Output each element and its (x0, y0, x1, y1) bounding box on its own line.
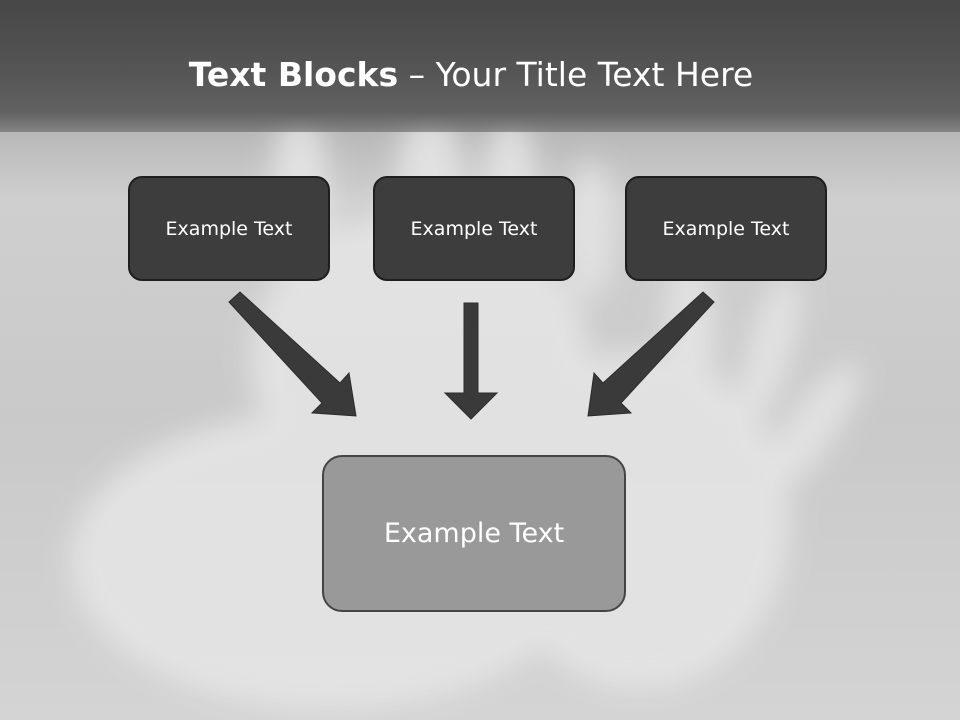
arrow-left-diagonal (228, 291, 357, 417)
arrow-center-down (443, 302, 499, 420)
text-block-label: Example Text (165, 217, 293, 240)
text-block-label: Example Text (662, 217, 790, 240)
text-block-top-center: Example Text (373, 176, 575, 281)
text-block-label: Example Text (383, 518, 565, 549)
text-block-label: Example Text (410, 217, 538, 240)
title-rest-part: – Your Title Text Here (398, 55, 754, 94)
text-block-bottom: Example Text (322, 455, 626, 612)
title-bar: Text Blocks – Your Title Text Here (0, 0, 960, 132)
title-bold-part: Text Blocks (188, 55, 399, 94)
text-block-top-right: Example Text (625, 176, 827, 281)
page-title: Text Blocks – Your Title Text Here (0, 52, 942, 98)
arrow-right-diagonal (587, 291, 715, 417)
text-block-top-left: Example Text (128, 176, 330, 281)
